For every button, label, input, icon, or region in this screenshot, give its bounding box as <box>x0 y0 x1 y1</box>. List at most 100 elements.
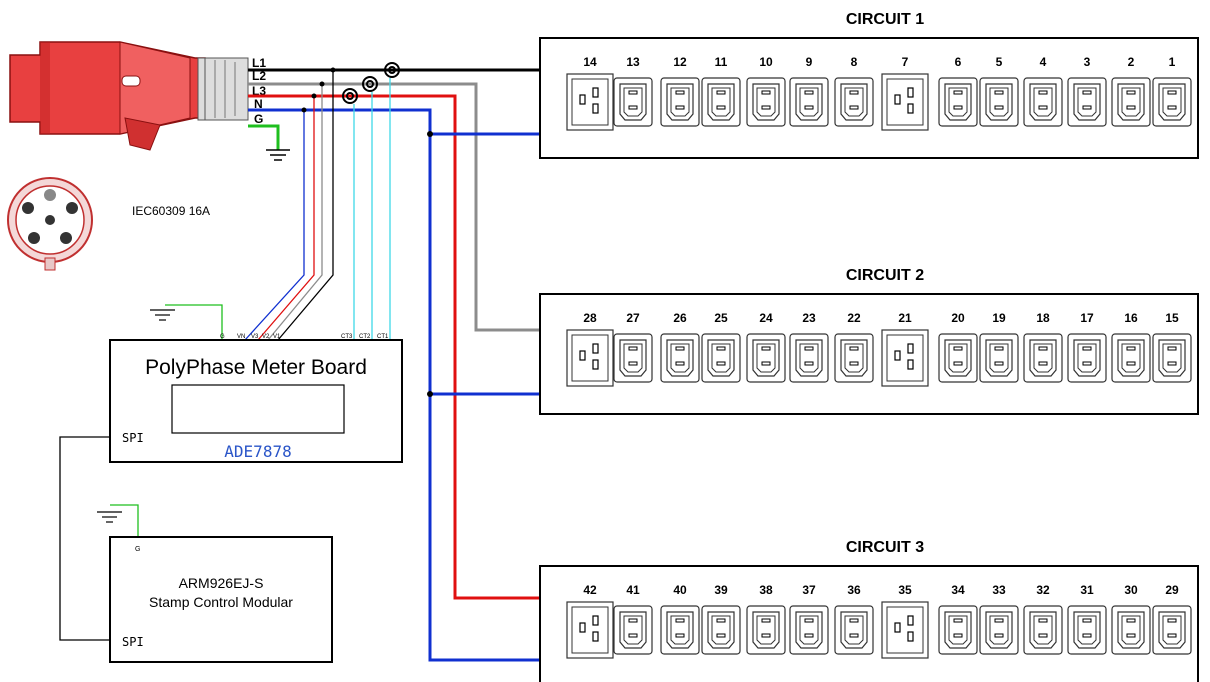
meter-board-title: PolyPhase Meter Board <box>145 356 367 379</box>
control-module-line2: Stamp Control Modular <box>149 594 293 610</box>
outlet-number: 40 <box>673 583 687 597</box>
wire-label-n: N <box>254 97 263 111</box>
wire-l2 <box>248 82 540 332</box>
outlet-c13-icon <box>1023 333 1063 383</box>
outlet-number: 42 <box>583 583 597 597</box>
outlet-number: 21 <box>898 311 912 325</box>
outlet-c13-icon <box>701 605 741 655</box>
outlet-c13-icon <box>834 605 874 655</box>
control-module: ARM926EJ-S Stamp Control Modular SPI G <box>109 536 333 663</box>
control-spi-label: SPI <box>122 635 144 649</box>
outlet-number: 36 <box>847 583 861 597</box>
outlet-number: 2 <box>1128 55 1135 69</box>
outlet-number: 32 <box>1036 583 1050 597</box>
outlet-c13-icon <box>613 333 653 383</box>
outlet-c13-icon <box>789 605 829 655</box>
outlet-number: 39 <box>714 583 728 597</box>
outlet-number: 17 <box>1080 311 1094 325</box>
circuit-2: CIRCUIT 2 28 27 26 25 24 23 22 21 20 19 18 17 16 15 <box>539 267 1199 415</box>
outlet-c13-icon <box>979 605 1019 655</box>
outlet-number: 3 <box>1084 55 1091 69</box>
meter-display <box>171 384 345 434</box>
current-transformer-icons <box>342 62 400 104</box>
outlet-number: 33 <box>992 583 1006 597</box>
outlet-number: 26 <box>673 311 687 325</box>
wire-n <box>248 108 540 662</box>
outlet-c13-icon <box>979 77 1019 127</box>
control-module-line1: ARM926EJ-S <box>179 575 264 591</box>
outlet-c19-icon <box>881 73 929 131</box>
outlet-c13-icon <box>701 333 741 383</box>
meter-board: PolyPhase Meter Board ADE7878 SPI G VN V… <box>109 334 403 463</box>
outlet-c13-icon <box>746 333 786 383</box>
plug-standard-label: IEC60309 16A <box>132 204 210 218</box>
outlet-number: 25 <box>714 311 728 325</box>
meter-chip-label: ADE7878 <box>224 442 291 461</box>
outlet-c13-icon <box>746 605 786 655</box>
meter-spi-label: SPI <box>122 431 144 445</box>
meter-pin-v2: V2 <box>262 334 270 340</box>
outlet-number: 34 <box>951 583 965 597</box>
ground-icon <box>150 309 175 321</box>
outlet-number: 11 <box>715 55 728 69</box>
outlet-number: 19 <box>992 311 1006 325</box>
wires <box>248 68 540 662</box>
meter-pin-ct3: CT3 <box>341 334 353 340</box>
outlet-number: 30 <box>1124 583 1138 597</box>
outlet-number: 8 <box>851 55 858 69</box>
control-pin-g: G <box>135 546 140 553</box>
outlet-c13-icon <box>938 605 978 655</box>
circuit-title: CIRCUIT 2 <box>846 267 924 284</box>
outlet-c13-icon <box>938 77 978 127</box>
outlet-number: 37 <box>802 583 816 597</box>
outlet-number: 28 <box>583 311 597 325</box>
outlet-c19-icon <box>566 601 614 659</box>
wire-label-g: G <box>254 112 263 126</box>
outlet-number: 38 <box>759 583 773 597</box>
outlet-c13-icon <box>1111 77 1151 127</box>
outlet-c13-icon <box>1152 77 1192 127</box>
outlet-number: 24 <box>759 311 773 325</box>
meter-sense-lines <box>59 70 391 641</box>
outlet-c13-icon <box>660 77 700 127</box>
wire-g <box>248 124 280 150</box>
outlet-c13-icon <box>1111 605 1151 655</box>
outlet-number: 6 <box>955 55 962 69</box>
outlet-number: 27 <box>626 311 640 325</box>
outlet-number: 22 <box>847 311 861 325</box>
circuit-title: CIRCUIT 1 <box>846 11 924 28</box>
meter-pin-v3: V3 <box>251 334 259 340</box>
outlet-c13-icon <box>660 333 700 383</box>
outlet-number: 13 <box>626 55 640 69</box>
iec-plug <box>9 41 249 151</box>
outlet-c13-icon <box>1067 333 1107 383</box>
outlet-c13-icon <box>1023 77 1063 127</box>
wire-label-l2: L2 <box>252 69 266 83</box>
outlet-number: 41 <box>626 583 640 597</box>
outlet-number: 29 <box>1165 583 1179 597</box>
outlet-c19-icon <box>566 73 614 131</box>
outlet-c19-icon <box>881 601 929 659</box>
meter-pin-g: G <box>220 334 225 340</box>
meter-pin-ct1: CT1 <box>377 334 389 340</box>
outlet-number: 16 <box>1124 311 1138 325</box>
plug-face-icon <box>7 177 93 271</box>
outlet-number: 7 <box>902 55 909 69</box>
outlet-number: 14 <box>583 55 597 69</box>
outlet-number: 10 <box>759 55 773 69</box>
outlet-number: 23 <box>802 311 816 325</box>
outlet-c13-icon <box>1111 333 1151 383</box>
outlet-number: 15 <box>1165 311 1179 325</box>
outlet-number: 1 <box>1169 55 1176 69</box>
outlet-c13-icon <box>834 333 874 383</box>
outlet-c13-icon <box>701 77 741 127</box>
outlet-number: 12 <box>673 55 687 69</box>
circuit-title: CIRCUIT 3 <box>846 539 924 556</box>
outlet-number: 4 <box>1040 55 1047 69</box>
outlet-number: 20 <box>951 311 965 325</box>
wire-l3 <box>248 94 540 600</box>
meter-pin-v1: V1 <box>273 334 281 340</box>
outlet-number: 18 <box>1036 311 1050 325</box>
